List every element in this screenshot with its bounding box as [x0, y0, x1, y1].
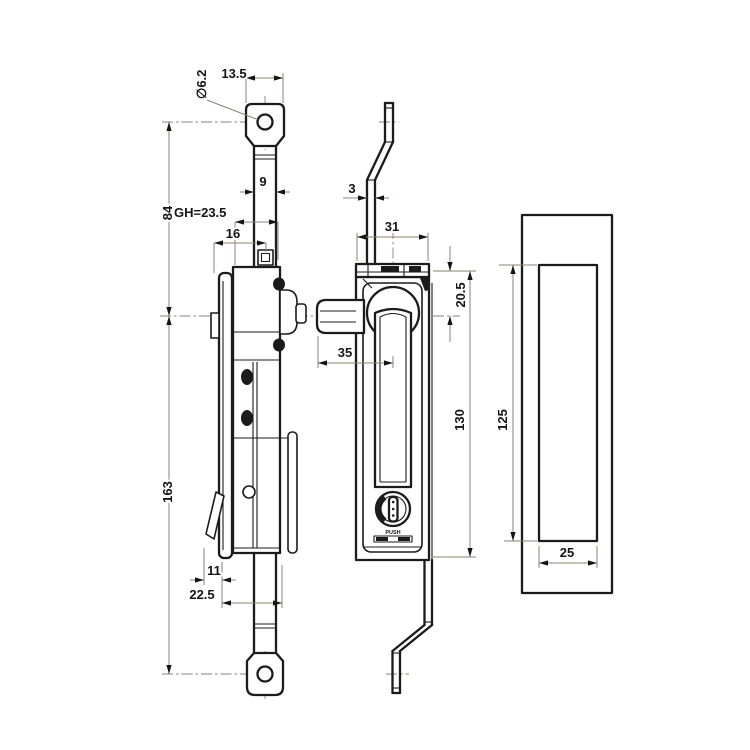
dim-rod-offset-text: 16	[226, 226, 240, 241]
cylinder-boss	[279, 289, 307, 335]
body-face	[362, 282, 423, 553]
bottom-clevis-hole	[256, 665, 274, 683]
dim-latch-reach-text: 35	[338, 345, 352, 360]
dim-latch-reach: 35	[317, 336, 394, 368]
side-view	[205, 102, 307, 697]
dim-body-depth: 22.5	[187, 565, 283, 608]
dim-grip-height-text: GH=23.5	[174, 205, 226, 220]
dim-body-depth-text: 22.5	[189, 587, 214, 602]
dim-clevis-width: 13.5	[219, 64, 284, 103]
dim-lower-rod-length-text: 163	[160, 481, 175, 503]
dim-upper-rod-length-text: 84	[160, 205, 175, 220]
dim-head-height: 20.5	[433, 246, 476, 342]
dimensions: ∅6.2 13.5 9 GH=23.5	[158, 64, 598, 674]
dim-upper-rod-length: 84	[158, 122, 177, 316]
upper-rod	[252, 144, 278, 269]
panel-cutout-view	[520, 213, 614, 595]
release-lever	[205, 491, 225, 540]
handle-bar	[373, 307, 413, 489]
dim-head-height-text: 20.5	[453, 282, 468, 307]
dim-cutout-width: 25	[538, 543, 598, 568]
dim-cutout-height: 125	[493, 264, 537, 542]
bottom-bar	[364, 535, 421, 548]
dim-clevis-width-text: 13.5	[221, 66, 246, 81]
front-upper-rod	[365, 101, 395, 266]
dim-lower-rod-length: 163	[158, 316, 177, 674]
push-label: PUSH	[385, 530, 400, 536]
dim-lever-offset: 11	[190, 548, 236, 608]
rivet	[242, 485, 256, 499]
dim-rod-thickness: 3	[343, 179, 389, 201]
front-frame-edge	[287, 431, 298, 554]
dim-rod-width-text: 9	[259, 174, 266, 189]
dim-rod-width: 9	[240, 172, 290, 195]
front-view: PUSH	[315, 101, 434, 695]
bottom-clevis	[245, 651, 285, 697]
side-latch-tab	[315, 298, 366, 335]
top-flange	[354, 262, 431, 279]
spring-clips	[241, 277, 285, 426]
dim-rod-thickness-text: 3	[348, 181, 355, 196]
key-cylinder	[374, 490, 412, 528]
top-clevis	[244, 102, 286, 148]
rod-clip	[257, 249, 274, 266]
swing-handle-plate	[210, 271, 234, 560]
dim-hole-diameter-text: ∅6.2	[194, 70, 209, 99]
front-lower-rod	[391, 558, 434, 695]
dim-body-height: 130	[433, 271, 476, 558]
top-clevis-hole	[256, 113, 274, 131]
panel-outline	[520, 213, 614, 595]
dim-body-width-text: 31	[385, 219, 399, 234]
cutout-outline	[537, 263, 599, 543]
dim-rod-offset: 16	[213, 224, 267, 273]
dim-cutout-width-text: 25	[560, 545, 574, 560]
dim-hole-diameter: ∅6.2	[192, 68, 258, 120]
dim-cutout-height-text: 125	[495, 409, 510, 431]
dim-body-height-text: 130	[452, 409, 467, 431]
dim-lever-offset-text: 11	[207, 563, 221, 578]
latch-tab	[210, 312, 220, 339]
dim-body-width: 31	[356, 217, 429, 261]
